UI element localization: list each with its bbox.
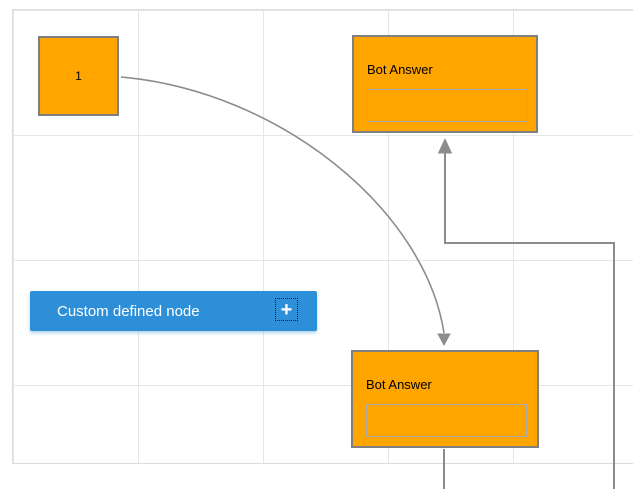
- bot-answer-input[interactable]: [367, 89, 528, 122]
- add-plus-icon[interactable]: +: [275, 298, 298, 321]
- node-start-label: 1: [75, 69, 82, 83]
- node-bot-answer-bottom[interactable]: Bot Answer: [351, 350, 539, 448]
- bot-answer-input[interactable]: [366, 404, 527, 437]
- custom-defined-node-label: Custom defined node: [57, 302, 200, 320]
- node-bot-answer-top[interactable]: Bot Answer: [352, 35, 538, 133]
- node-title: Bot Answer: [367, 62, 433, 77]
- node-start[interactable]: 1: [38, 36, 119, 116]
- node-title: Bot Answer: [366, 377, 432, 392]
- custom-defined-node-button[interactable]: Custom defined node +: [30, 291, 317, 331]
